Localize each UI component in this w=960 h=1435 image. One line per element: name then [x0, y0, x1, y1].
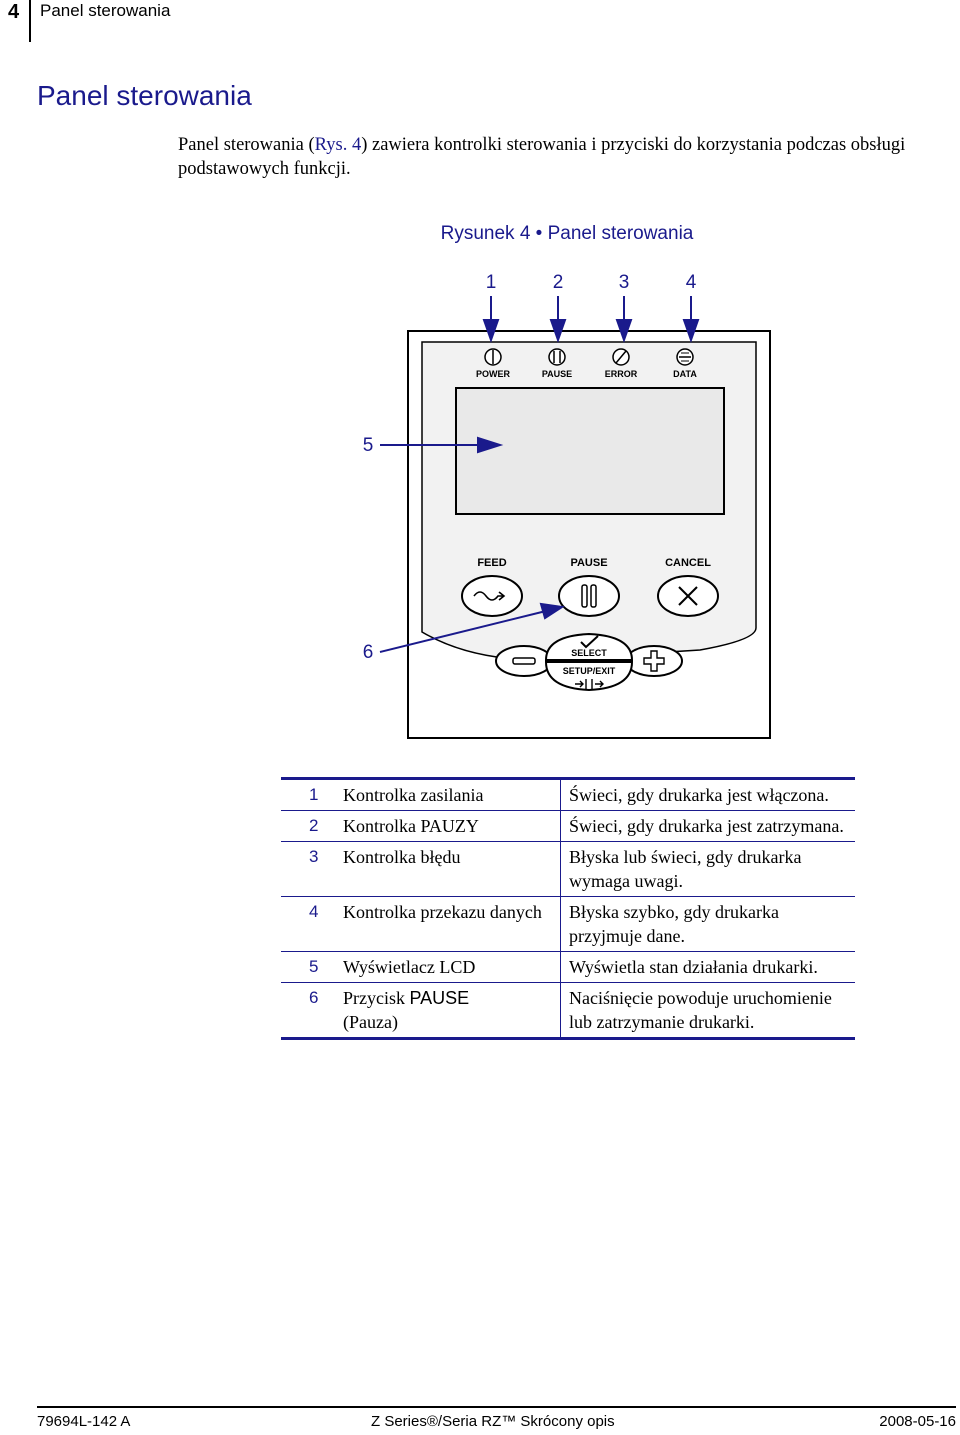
legend-number: 2	[309, 816, 319, 835]
legend-description: Naciśnięcie powoduje uruchomienie lub za…	[569, 988, 832, 1032]
legend-name: Kontrolka przekazu danych	[343, 896, 561, 952]
data-light: DATA	[673, 348, 697, 379]
footer-document-id: 79694L-142 A	[37, 1413, 131, 1430]
table-row: 5 Wyświetlacz LCD Wyświetla stan działan…	[281, 951, 855, 983]
footer-date: 2008-05-16	[879, 1413, 956, 1430]
power-label: POWER	[476, 369, 511, 379]
legend-table: 1 Kontrolka zasilania Świeci, gdy drukar…	[281, 777, 855, 1040]
callout-4: 4	[686, 272, 697, 293]
check-icon	[580, 635, 599, 649]
select-button[interactable]	[544, 632, 634, 661]
pause-light-label: PAUSE	[542, 369, 572, 379]
page-footer: 79694L-142 A Z Series®/Seria RZ™ Skrócon…	[37, 1406, 956, 1430]
intro-text-start: Panel sterowania (	[178, 135, 315, 155]
intro-text-end: ) zawiera kontrolki sterowania i przycis…	[178, 135, 906, 179]
legend-description: Świeci, gdy drukarka jest zatrzymana.	[569, 816, 844, 836]
pause-light: PAUSE	[542, 348, 572, 379]
minus-icon	[512, 657, 536, 665]
pause-button-label: PAUSE	[570, 557, 607, 569]
callout-1: 1	[486, 272, 497, 293]
legend-name-code: PAUSE	[409, 988, 470, 1008]
power-light: POWER	[476, 348, 511, 379]
feed-icon	[473, 591, 506, 601]
error-label: ERROR	[605, 369, 638, 379]
footer-document-title: Z Series®/Seria RZ™ Skrócony opis	[371, 1413, 615, 1430]
callout-2: 2	[553, 272, 564, 293]
error-light: ERROR	[605, 348, 638, 379]
lcd-display	[455, 387, 725, 515]
legend-number: 3	[309, 847, 319, 866]
feed-label: FEED	[477, 557, 506, 569]
header-divider	[29, 0, 31, 42]
legend-number: 6	[309, 988, 319, 1007]
legend-name: Wyświetlacz LCD	[343, 951, 561, 983]
legend-description: Błyska lub świeci, gdy drukarka wymaga u…	[569, 847, 802, 891]
callout-3: 3	[619, 272, 630, 293]
legend-name: Kontrolka zasilania	[343, 778, 561, 811]
legend-name-suffix: (Pauza)	[343, 1012, 398, 1032]
page-number: 4	[8, 1, 20, 23]
feed-button[interactable]: FEED	[461, 557, 523, 617]
callout-6: 6	[363, 642, 374, 663]
minus-button[interactable]	[495, 645, 553, 677]
legend-name-prefix: Przycisk	[343, 988, 410, 1008]
callout-5: 5	[363, 435, 374, 456]
legend-name: Kontrolka błędu	[343, 841, 561, 897]
pause-button[interactable]: PAUSE	[558, 557, 620, 617]
close-icon	[678, 586, 698, 606]
table-row: 4 Kontrolka przekazu danych Błyska szybk…	[281, 896, 855, 952]
legend-name: Przycisk PAUSE (Pauza)	[343, 982, 561, 1039]
select-setup-button[interactable]: SELECT SETUP/EXIT	[544, 632, 634, 692]
figure-reference-link[interactable]: Rys. 4	[314, 135, 362, 155]
data-label: DATA	[673, 369, 697, 379]
pause-icon	[581, 584, 597, 608]
setup-exit-icon	[575, 679, 604, 689]
setup-exit-label: SETUP/EXIT	[563, 666, 616, 676]
cancel-button[interactable]: CANCEL	[657, 557, 719, 617]
page-title: Panel sterowania	[37, 80, 252, 111]
figure-caption: Rysunek 4 • Panel sterowania	[440, 223, 694, 244]
legend-name: Kontrolka PAUZY	[343, 810, 561, 842]
legend-number: 5	[309, 957, 319, 976]
legend-description: Błyska szybko, gdy drukarka przyjmuje da…	[569, 902, 779, 946]
legend-description: Świeci, gdy drukarka jest włączona.	[569, 785, 829, 805]
plus-button[interactable]	[625, 645, 683, 677]
legend-number: 1	[309, 785, 319, 804]
header-section-title: Panel sterowania	[40, 1, 171, 20]
legend-description: Wyświetla stan działania drukarki.	[569, 957, 818, 977]
cancel-label: CANCEL	[665, 557, 711, 569]
legend-number: 4	[309, 902, 319, 921]
control-panel-figure: POWER PAUSE ERROR DATA FEED PAUSE	[363, 272, 771, 739]
select-label: SELECT	[571, 648, 607, 658]
table-row: 1 Kontrolka zasilania Świeci, gdy drukar…	[281, 778, 855, 811]
setup-exit-button[interactable]	[544, 661, 634, 692]
plus-icon	[643, 650, 665, 672]
callout-arrows	[379, 296, 700, 653]
callouts: 1 2 3 4 5 6	[363, 272, 697, 663]
page-header: 4 Panel sterowania	[0, 0, 960, 44]
table-row: 6 Przycisk PAUSE (Pauza) Naciśnięcie powo…	[281, 982, 855, 1039]
intro-paragraph: Panel sterowania (Rys. 4) zawiera kontro…	[178, 133, 938, 181]
table-row: 2 Kontrolka PAUZY Świeci, gdy drukarka j…	[281, 810, 855, 842]
table-row: 3 Kontrolka błędu Błyska lub świeci, gdy…	[281, 841, 855, 897]
status-lights: POWER PAUSE ERROR DATA	[476, 348, 697, 379]
